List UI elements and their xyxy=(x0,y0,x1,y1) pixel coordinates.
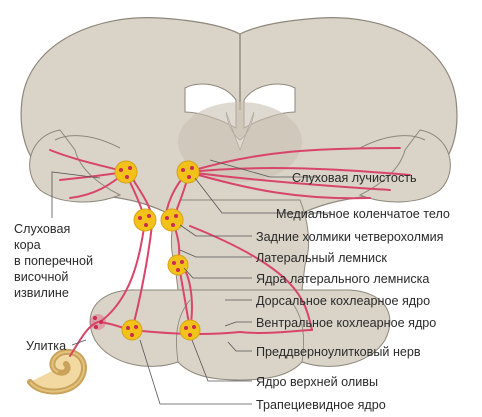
label-auditory-cortex-1: Слуховая xyxy=(14,222,71,236)
nucleus-mgb-left xyxy=(114,160,138,184)
nucleus-mgb-right xyxy=(176,160,200,184)
left-sylvian-fissure xyxy=(54,135,121,149)
label-dorsal-cochlear: Дорсальное кохлеарное ядро xyxy=(256,294,431,308)
nucleus-colliculus-left xyxy=(133,208,157,232)
label-ventral-cochlear: Вентральное кохлеарное ядро xyxy=(256,316,437,330)
nucleus-cochlear xyxy=(90,314,106,330)
label-trapezoid-body: Трапециевидное ядро xyxy=(256,398,386,412)
label-lateral-lemniscus: Латеральный лемниск xyxy=(256,251,387,265)
label-superior-olive: Ядро верхней оливы xyxy=(256,375,379,389)
leader-lines xyxy=(51,159,332,405)
nucleus-colliculus-right xyxy=(160,208,184,232)
label-auditory-cortex-5: извилине xyxy=(14,286,69,300)
label-auditory-cortex-2: кора xyxy=(14,238,41,252)
label-vestibulocochlear-nerve: Преддверноулитковый нерв xyxy=(256,345,421,359)
nucleus-superior-olive-left xyxy=(121,319,143,341)
label-medial-geniculate: Медиальное коленчатое тело xyxy=(276,207,450,221)
thalamus-region xyxy=(178,102,302,182)
label-lateral-lemniscus-nuclei: Ядра латерального лемниска xyxy=(256,272,430,286)
label-auditory-cortex-4: височной xyxy=(14,270,69,284)
nucleus-superior-olive-right xyxy=(179,319,201,341)
label-inferior-colliculi: Задние холмики четверохолмия xyxy=(256,230,444,244)
cochlea-spiral xyxy=(29,350,85,393)
nucleus-lateral-lemniscus xyxy=(167,254,189,276)
right-sylvian-fissure xyxy=(359,135,426,149)
label-auditory-radiation: Слуховая лучистость xyxy=(292,171,417,185)
label-auditory-cortex-3: в поперечной xyxy=(14,254,93,268)
pons xyxy=(89,289,391,381)
label-cochlea: Улитка xyxy=(26,339,67,353)
auditory-pathways xyxy=(49,147,411,357)
